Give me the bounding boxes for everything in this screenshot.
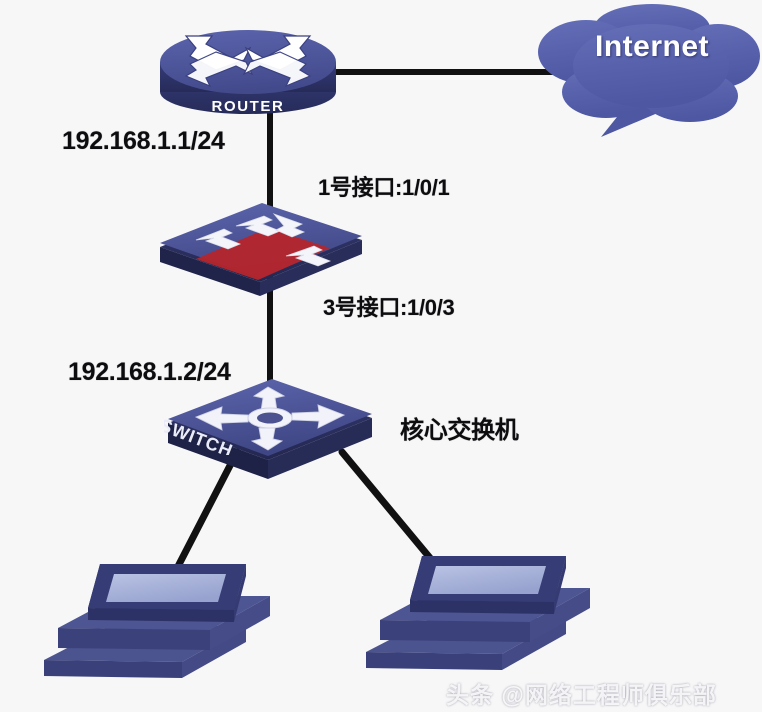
- desktop-computer-icon: [44, 564, 270, 678]
- router-icon: [160, 30, 336, 114]
- link-coreswitch-pc-right: [338, 448, 444, 574]
- router-label: ROUTER: [211, 98, 285, 115]
- label-interface-3: 3号接口:1/0/3: [323, 295, 455, 320]
- label-switch-ip: 192.168.1.2/24: [68, 358, 231, 386]
- switch-label-wrap: SWITCH: [164, 415, 236, 455]
- internet-label: Internet: [594, 30, 709, 63]
- pc-right-node[interactable]: [366, 556, 590, 670]
- label-interface-1: 1号接口:1/0/1: [318, 175, 450, 200]
- cloud-icon: [538, 4, 760, 137]
- router-node[interactable]: [160, 30, 336, 114]
- label-router-ip: 192.168.1.1/24: [62, 127, 225, 155]
- link-coreswitch-pc-left: [168, 448, 241, 582]
- pc-left-node[interactable]: [44, 564, 270, 678]
- desktop-computer-icon: [366, 556, 590, 670]
- layer3-switch-node[interactable]: [160, 203, 362, 296]
- switch-icon: [168, 379, 372, 479]
- switch-label: SWITCH: [164, 415, 236, 455]
- core-switch-node[interactable]: [168, 379, 372, 479]
- router-label-wrap: ROUTER: [211, 98, 285, 115]
- internet-label-wrap: Internet: [594, 30, 709, 63]
- link-group: [168, 69, 559, 582]
- layer3-switch-icon: [160, 203, 362, 296]
- internet-cloud-node[interactable]: [538, 4, 760, 137]
- label-core-switch-name: 核心交换机: [400, 417, 519, 444]
